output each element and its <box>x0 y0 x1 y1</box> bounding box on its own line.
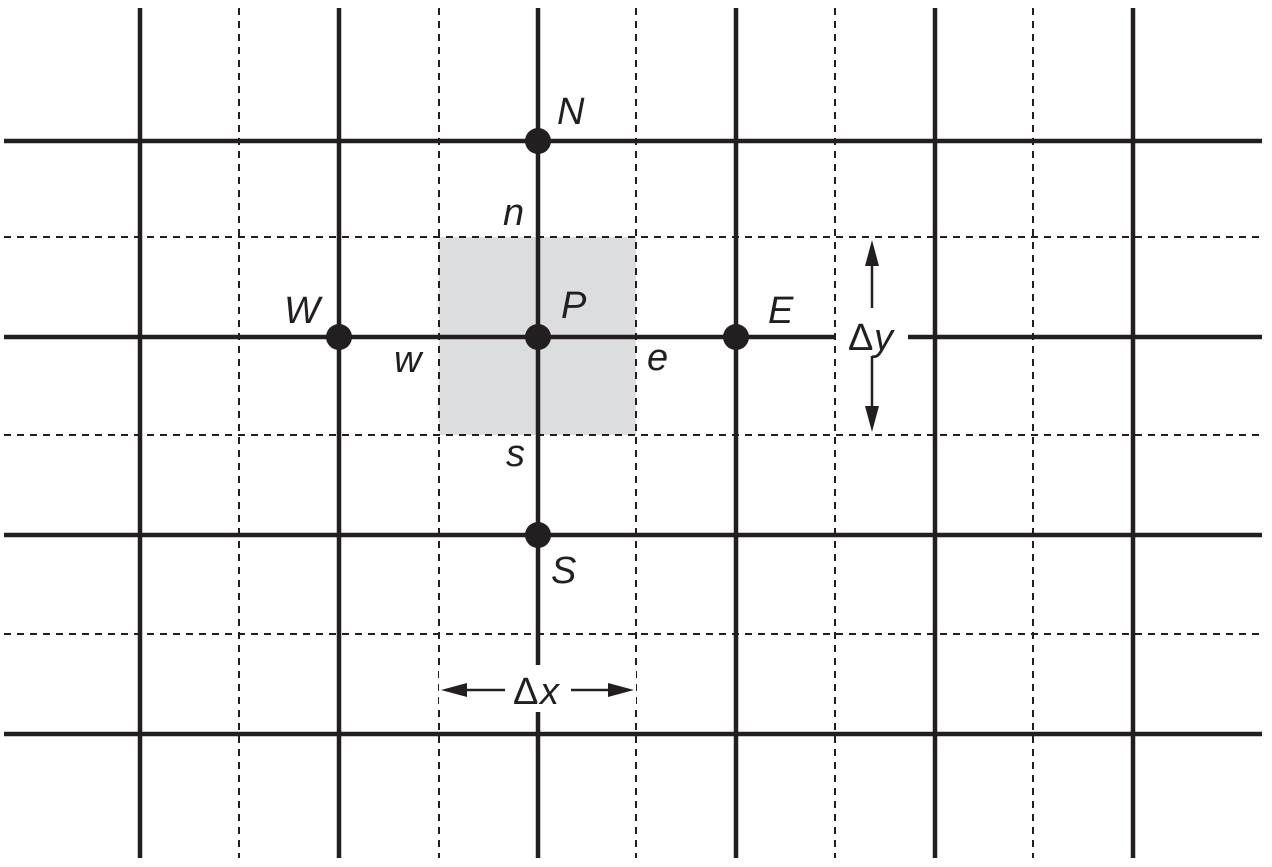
label-node-east: E <box>768 290 794 332</box>
label-node-south: S <box>551 550 576 592</box>
dy-variable: y <box>871 317 895 359</box>
dy-dimension: Δ y <box>848 240 895 432</box>
dx-delta-symbol: Δ <box>513 671 538 713</box>
dy-arrow-down-icon <box>865 406 879 432</box>
solid-grid-lines-vertical <box>137 8 1136 858</box>
dx-dimension: Δ x <box>441 671 634 713</box>
dy-delta-symbol: Δ <box>848 317 873 359</box>
node-north <box>525 128 551 154</box>
label-face-south: s <box>506 433 525 475</box>
grid-nodes <box>326 128 749 548</box>
dx-variable: x <box>538 671 561 713</box>
node-center <box>525 324 551 350</box>
dx-arrow-right-icon <box>608 683 634 697</box>
label-face-east: e <box>647 337 668 379</box>
label-node-center: P <box>561 285 587 327</box>
label-node-north: N <box>557 91 585 133</box>
dashed-face-lines-horizontal <box>4 236 1262 635</box>
dy-arrow-up-icon <box>865 240 879 266</box>
dx-arrow-left-icon <box>441 683 467 697</box>
label-node-west: W <box>284 290 323 332</box>
label-face-west: w <box>394 339 424 381</box>
solid-grid-lines-horizontal <box>4 138 1262 737</box>
dashed-face-lines-vertical <box>238 8 1034 858</box>
node-west <box>326 324 352 350</box>
node-south <box>525 522 551 548</box>
node-east <box>723 324 749 350</box>
label-face-north: n <box>503 192 524 234</box>
